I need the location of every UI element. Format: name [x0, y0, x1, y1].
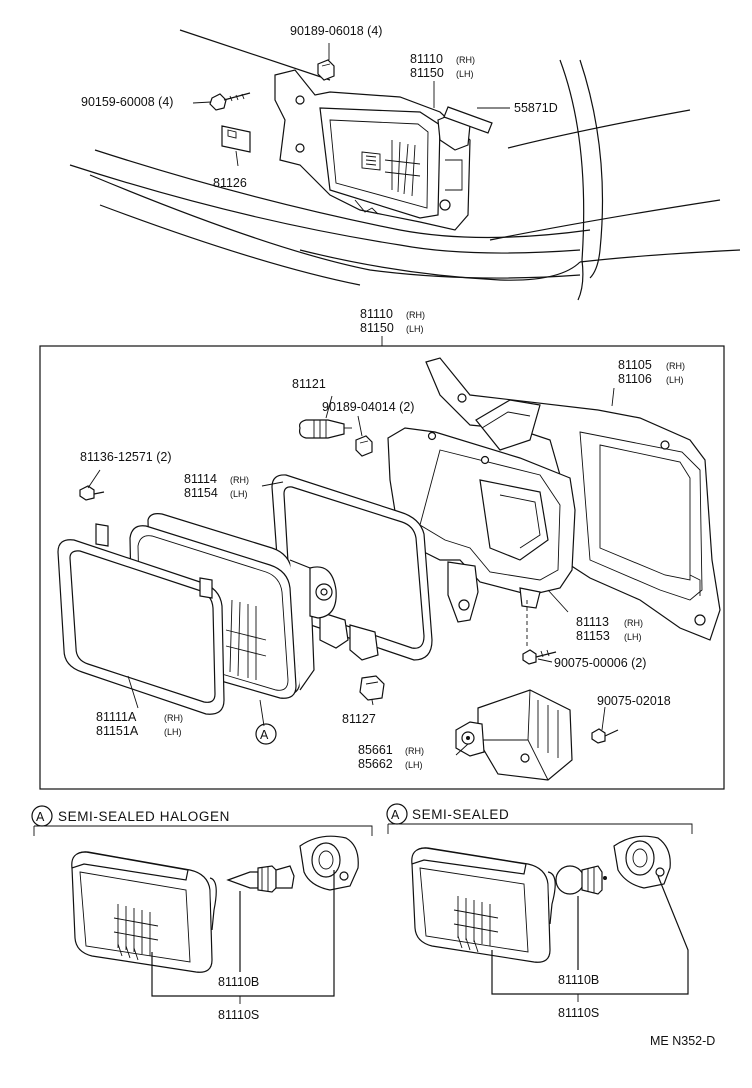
- section-left-title: SEMI-SEALED HALOGEN: [58, 809, 230, 824]
- label-81154: 81154: [184, 486, 218, 500]
- label-90159-60008: 90159-60008 (4): [81, 95, 173, 109]
- label-81110-top: 81110: [410, 52, 443, 66]
- clip-90189-04014: [355, 435, 373, 457]
- label-81114-rh: (RH): [230, 475, 249, 485]
- label-81105: 81105: [618, 358, 652, 372]
- label-90189-06018: 90189-06018 (4): [290, 24, 382, 38]
- label-81113: 81113: [576, 615, 609, 629]
- label-81114: 81114: [184, 472, 217, 486]
- label-81150-box-lh: (LH): [406, 324, 424, 334]
- seal-55871d: [443, 106, 493, 134]
- label-90075-00006: 90075-00006 (2): [554, 656, 646, 670]
- label-81106: 81106: [618, 372, 652, 386]
- top-headlamp-assembly: [274, 69, 471, 231]
- label-81110-box-rh: (RH): [406, 310, 425, 320]
- label-81153-lh: (LH): [624, 632, 642, 642]
- lamp-unit-halogen: [71, 851, 217, 973]
- label-81106-lh: (LH): [666, 375, 684, 385]
- lamp-unit-semi-sealed: [411, 847, 556, 963]
- label-81110-box: 81110: [360, 307, 393, 321]
- halogen-bulb-81110b: [226, 865, 295, 893]
- label-81110s-right: 81110S: [558, 1006, 599, 1020]
- label-81110b-left: 81110B: [218, 975, 259, 989]
- label-85661-rh: (RH): [405, 746, 424, 756]
- label-81150-top: 81150: [410, 66, 444, 80]
- label-81126: 81126: [213, 176, 247, 190]
- label-81151a: 81151A: [96, 724, 139, 738]
- screw-81136-12571: [79, 485, 105, 501]
- label-85662-lh: (LH): [405, 760, 423, 770]
- adjuster-nut-81127: [359, 675, 385, 701]
- ref-a-box: A: [260, 728, 269, 742]
- screw-90075-00006: [522, 649, 557, 665]
- screw-90075-02018: [591, 728, 619, 744]
- housing-81113: [387, 427, 576, 623]
- label-85662: 85662: [358, 757, 393, 771]
- label-81154-lh: (LH): [230, 489, 248, 499]
- label-81127: 81127: [342, 712, 376, 726]
- socket-85661: [455, 689, 573, 781]
- label-81105-rh: (RH): [666, 361, 685, 371]
- label-90075-02018: 90075-02018: [597, 694, 671, 708]
- vehicle-front-body: [69, 29, 741, 301]
- label-81110-top-rh: (RH): [456, 55, 475, 65]
- label-81110b-right: 81110B: [558, 973, 599, 987]
- label-85661: 85661: [358, 743, 393, 757]
- bolt-90159-60008: [209, 92, 251, 111]
- label-81113-rh: (RH): [624, 618, 643, 628]
- label-81150-box: 81150: [360, 321, 394, 335]
- label-plate-81126: [221, 125, 251, 153]
- lamp-front-ring: [57, 523, 225, 715]
- label-81136-12571: 81136-12571 (2): [80, 450, 172, 464]
- section-right-badge: A: [391, 808, 400, 822]
- label-81121: 81121: [292, 377, 326, 391]
- label-81153: 81153: [576, 629, 610, 643]
- label-81151a-lh: (LH): [164, 727, 182, 737]
- exploded-view-frame: [39, 345, 725, 790]
- label-90189-04014: 90189-04014 (2): [322, 400, 414, 414]
- label-81110s-left: 81110S: [218, 1008, 259, 1022]
- label-81150-top-lh: (LH): [456, 69, 474, 79]
- label-81111a: 81111A: [96, 710, 137, 724]
- diagram-code: ME N352-D: [650, 1034, 715, 1048]
- bulb-81110b-right: [555, 865, 607, 895]
- label-81111a-rh: (RH): [164, 713, 183, 723]
- bulb-81121: [299, 419, 352, 439]
- ref-a-marker-box: [255, 723, 277, 745]
- label-55871d: 55871D: [514, 101, 558, 115]
- bulb-retainer-right: [613, 835, 671, 889]
- section-left-badge: A: [36, 810, 45, 824]
- section-right-title: SEMI-SEALED: [412, 807, 509, 822]
- clip-90189-06018: [317, 59, 335, 81]
- bulb-retainer-left: [299, 835, 359, 891]
